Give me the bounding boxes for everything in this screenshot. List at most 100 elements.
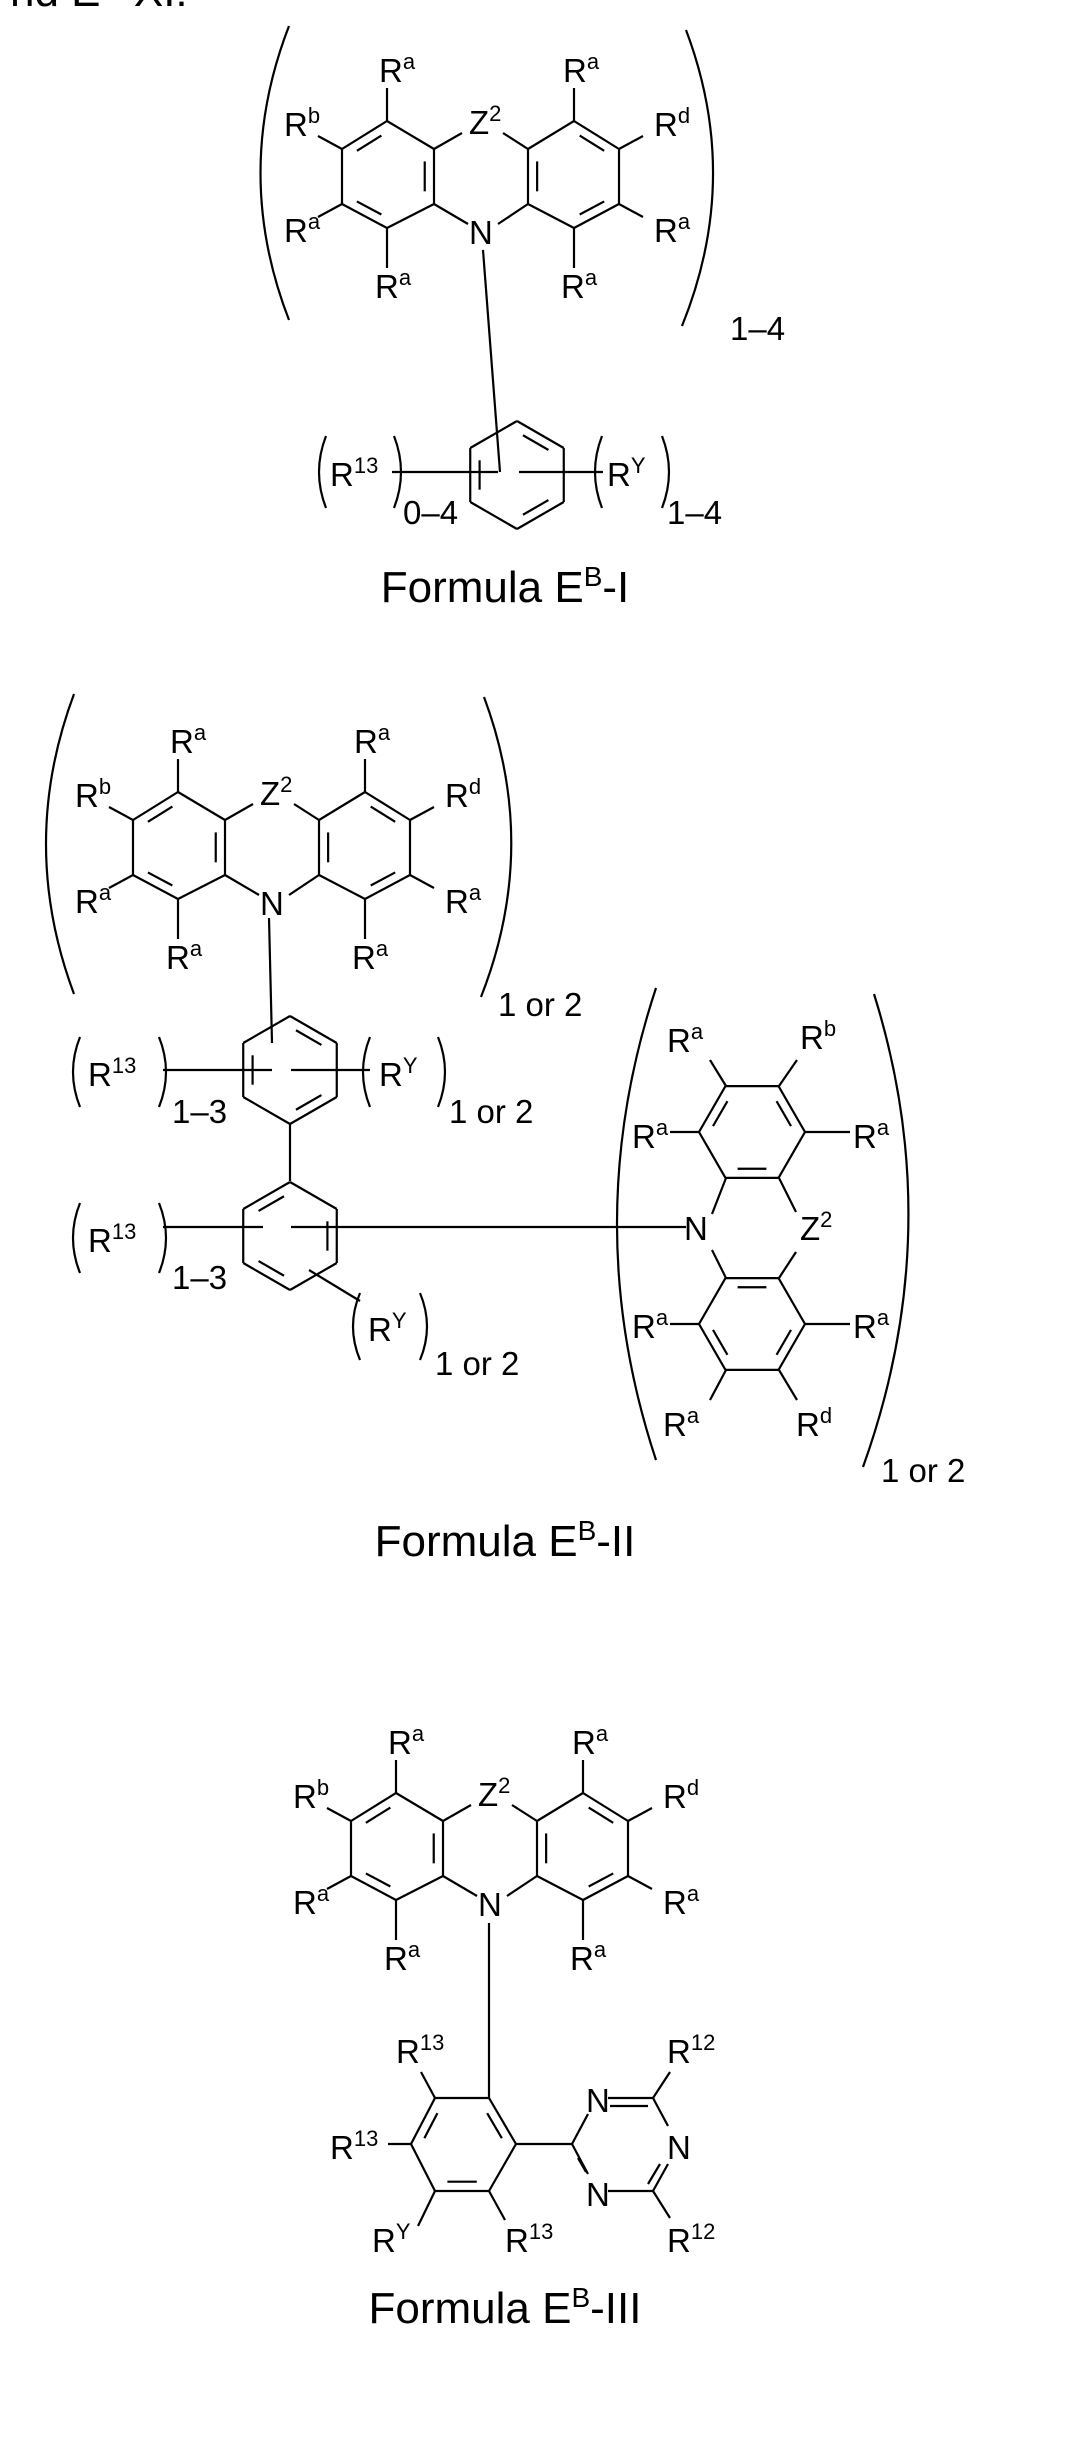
bond-line: [293, 803, 320, 821]
nitrogen-atom-label: N: [684, 1210, 708, 1247]
substituent-ra: Ra: [170, 720, 207, 760]
bracket: [71, 1202, 82, 1274]
ring-bond: [386, 203, 435, 229]
bond-line: [778, 1059, 798, 1087]
double-bond-line: [365, 1806, 391, 1824]
double-bond-line: [365, 1872, 391, 1888]
double-bond-line: [147, 871, 173, 887]
ring-bond: [341, 203, 388, 229]
ring-bond: [364, 791, 411, 821]
substituent-ry: RY: [607, 453, 646, 493]
bond-line: [288, 874, 320, 896]
substituent-ra: Ra: [388, 1721, 425, 1761]
formula-caption: Formula EB-II: [375, 1515, 636, 1566]
bracket: [660, 435, 671, 509]
bond-line: [652, 2163, 669, 2192]
double-bond-line: [486, 2112, 503, 2139]
lower-fused-ring: [698, 1277, 806, 1371]
bond-line: [267, 917, 274, 1044]
bond-line: [308, 1269, 361, 1302]
substituent-r13: R13: [505, 2219, 553, 2259]
substituent-ra: Ra: [563, 49, 600, 89]
substituent-rd: Rd: [445, 774, 481, 814]
double-bond-line: [577, 2157, 587, 2173]
bond-line: [571, 2113, 589, 2145]
bond-line: [224, 803, 254, 821]
bond-line: [409, 874, 435, 889]
bracket: [71, 1036, 82, 1108]
double-bond-line: [370, 805, 396, 823]
substituent-ra: Ra: [352, 936, 389, 976]
ring-bond: [341, 120, 388, 150]
repeat-count-subscript: 1–4: [730, 310, 785, 347]
ring-bond: [350, 1792, 397, 1822]
ry-count-subscript: 1 or 2: [435, 1345, 519, 1382]
ring-bond: [242, 1262, 291, 1291]
repeat-count-subscript: 1 or 2: [498, 986, 582, 1023]
double-bond-line: [712, 1329, 729, 1356]
substituent-r12: R12: [667, 2030, 715, 2070]
bracket: [361, 1036, 372, 1108]
substituent-ra: Ra: [384, 1937, 421, 1977]
bond-line: [511, 1804, 538, 1822]
bond-line: [326, 1875, 352, 1890]
substituent-r13: R13: [88, 1053, 136, 1093]
triazine-ring: [571, 2096, 669, 2193]
bracket: [157, 1036, 168, 1108]
ring-bond: [777, 1323, 806, 1371]
ring-bond: [289, 1096, 338, 1125]
substituent-rd: Rd: [654, 103, 690, 143]
bond-line: [618, 203, 644, 218]
bond-line: [627, 1807, 653, 1822]
bond-line: [652, 2190, 671, 2219]
bracket: [351, 1292, 362, 1361]
bond-line: [442, 1804, 472, 1822]
left-benzene-ring: [349, 1792, 445, 1901]
double-bond-line: [295, 1094, 322, 1111]
z2-atom-label: Z2: [469, 101, 501, 141]
ring-bond: [242, 1181, 291, 1210]
double-bond-line: [712, 1100, 729, 1127]
bond-line: [618, 135, 644, 150]
ring-bond: [536, 1875, 584, 1901]
r13-count-subscript: 1–3: [172, 1259, 227, 1296]
bond-line: [108, 806, 134, 821]
ring-bond: [469, 501, 518, 530]
substituent-ra: Ra: [445, 880, 482, 920]
double-bond-line: [647, 2163, 661, 2185]
triazine-nitrogen: N: [586, 2176, 610, 2213]
formula-eb-iii: Formula EB-III RaRbRaRaZ2NRaRdRaRaR13R13…: [293, 1721, 715, 2333]
double-bond-line: [370, 871, 396, 887]
right-bracket: [861, 993, 910, 1468]
nitrogen-atom-label: N: [478, 1886, 502, 1923]
triazine-nitrogen: N: [586, 2082, 610, 2119]
ring-bond: [386, 120, 435, 150]
ring-bond: [132, 874, 179, 900]
substituent-r13: R13: [88, 1219, 136, 1259]
substituent-rb: Rb: [75, 774, 111, 814]
ring-bond: [573, 203, 620, 229]
ring-bond: [527, 203, 575, 229]
right-benzene-ring: [526, 120, 621, 229]
upper-fused-ring: [698, 1085, 806, 1179]
substituent-ra: Ra: [561, 265, 598, 305]
bond-line: [488, 2190, 506, 2221]
substituent-ra: Ra: [354, 720, 391, 760]
substituent-r13: R13: [396, 2030, 444, 2070]
right-bracket: [479, 696, 513, 998]
ring-bond: [777, 1131, 806, 1179]
phenyl-ring: [469, 420, 565, 530]
ring-bond: [410, 2097, 436, 2145]
double-bond-line: [588, 1872, 614, 1888]
bond-line: [409, 806, 435, 821]
bond-line: [108, 874, 134, 889]
ring-bond: [527, 120, 575, 150]
ring-bond: [289, 1015, 338, 1044]
substituent-ry: RY: [372, 2219, 411, 2259]
bracket: [418, 1292, 429, 1361]
bracket: [436, 1036, 447, 1108]
ring-bond: [132, 791, 179, 821]
double-bond-line: [775, 1329, 792, 1356]
repeat-count-subscript: 1 or 2: [881, 1452, 965, 1489]
